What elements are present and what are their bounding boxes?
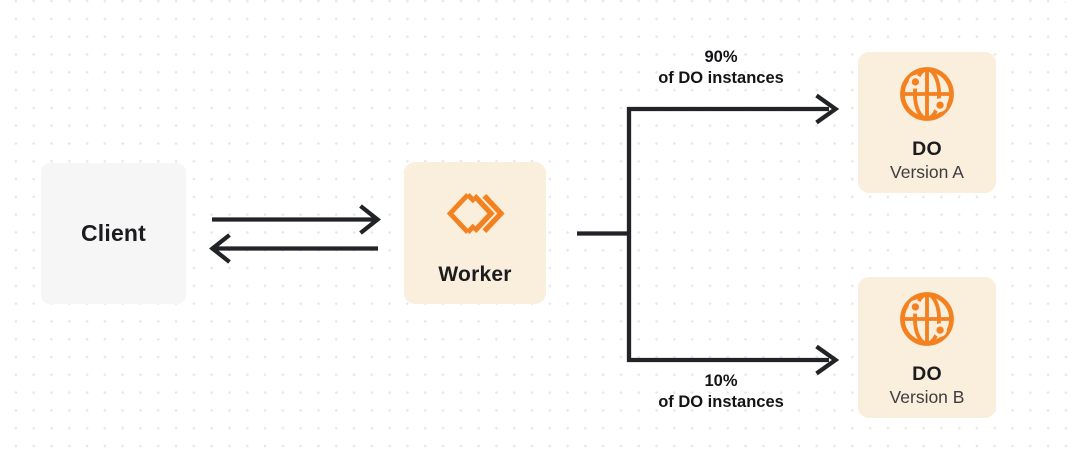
branch-bottom-percent: 10% — [704, 372, 738, 390]
arrow-client-to-worker — [212, 204, 381, 235]
workers-icon — [446, 193, 505, 234]
arrowhead-branch-bottom — [815, 344, 840, 376]
do-version-a-node: DO Version A — [858, 52, 996, 193]
durable-object-globe-icon — [900, 292, 954, 346]
do-version-b-node: DO Version B — [858, 277, 996, 418]
arrowhead-branch-top — [815, 93, 840, 125]
client-node: Client — [41, 163, 186, 304]
client-label: Client — [80, 220, 147, 246]
do-b-subtitle: Version B — [889, 387, 965, 407]
do-a-title: DO — [912, 138, 942, 160]
do-a-subtitle: Version A — [890, 162, 964, 182]
branch-top-desc: of DO instances — [658, 69, 784, 87]
branch-top-percent: 90% — [704, 48, 738, 66]
branch-label-top: 90% of DO instances — [596, 47, 846, 89]
worker-node: Worker — [404, 162, 546, 304]
branch-label-bottom: 10% of DO instances — [596, 371, 846, 413]
durable-object-globe-icon — [900, 67, 954, 121]
branch-bottom-desc: of DO instances — [658, 393, 784, 411]
arrow-worker-to-client — [209, 233, 378, 264]
do-b-title: DO — [912, 363, 942, 385]
worker-label: Worker — [438, 263, 512, 286]
branch-trunk-line — [577, 106, 829, 363]
